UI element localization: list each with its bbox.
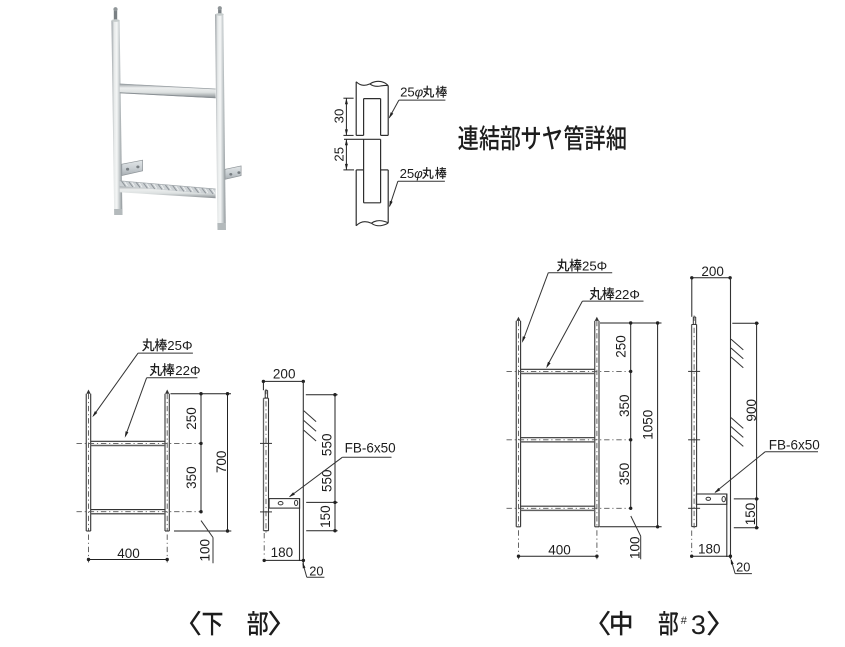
svg-text:φ: φ [415, 85, 424, 100]
svg-text:30: 30 [331, 109, 346, 124]
svg-text:150: 150 [318, 505, 333, 528]
svg-text:200: 200 [701, 264, 724, 279]
svg-text:20: 20 [309, 563, 323, 578]
svg-text:700: 700 [214, 451, 229, 474]
svg-text:550: 550 [320, 434, 335, 457]
svg-text:1050: 1050 [641, 410, 656, 440]
svg-text:100: 100 [628, 536, 643, 559]
svg-text:400: 400 [117, 546, 140, 561]
svg-text:25Φ: 25Φ [582, 258, 607, 273]
svg-text:350: 350 [617, 394, 632, 417]
svg-text:900: 900 [744, 399, 759, 422]
svg-text:180: 180 [271, 545, 294, 560]
svg-text:180: 180 [698, 541, 721, 556]
svg-text:250: 250 [184, 407, 199, 430]
svg-text:FB-6x50: FB-6x50 [345, 440, 396, 455]
svg-text:25: 25 [400, 166, 415, 181]
svg-text:350: 350 [617, 463, 632, 486]
svg-text:3: 3 [691, 610, 706, 640]
svg-text:22Φ: 22Φ [615, 287, 640, 302]
svg-text:φ: φ [414, 166, 423, 181]
svg-text:200: 200 [273, 367, 296, 382]
svg-text:400: 400 [548, 543, 571, 558]
svg-text:22Φ: 22Φ [175, 363, 200, 378]
svg-text:20: 20 [736, 559, 750, 574]
svg-text:#: # [681, 615, 688, 627]
svg-text:550: 550 [320, 469, 335, 492]
svg-text:150: 150 [743, 503, 758, 526]
svg-text:25Φ: 25Φ [167, 338, 192, 353]
svg-text:25: 25 [400, 85, 415, 100]
svg-text:100: 100 [197, 539, 212, 562]
svg-text:FB-6x50: FB-6x50 [769, 437, 820, 452]
svg-text:250: 250 [614, 335, 629, 358]
svg-text:350: 350 [184, 466, 199, 489]
svg-text:25: 25 [331, 147, 346, 162]
